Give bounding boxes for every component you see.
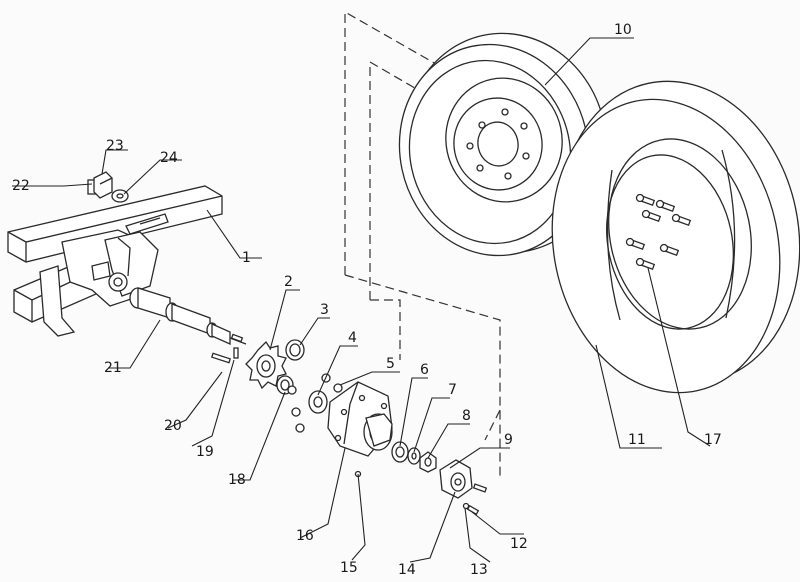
callout-2: 2 bbox=[284, 274, 293, 290]
hub-nuts bbox=[287, 373, 343, 433]
frame-beam bbox=[7, 185, 223, 337]
callout-3: 3 bbox=[320, 302, 329, 318]
callout-15: 15 bbox=[340, 560, 358, 576]
small-pins bbox=[211, 347, 239, 364]
leader-lines bbox=[12, 37, 711, 563]
toothed-hub bbox=[245, 340, 287, 390]
loose-screw-12 bbox=[466, 504, 480, 516]
frame-bolt-nut-washer bbox=[87, 171, 129, 203]
callout-9: 9 bbox=[504, 432, 513, 448]
cap-screw bbox=[462, 483, 488, 510]
callout-13: 13 bbox=[470, 562, 488, 578]
thrust-washer bbox=[407, 447, 421, 465]
callout-18: 18 bbox=[228, 472, 246, 488]
callout-7: 7 bbox=[448, 382, 457, 398]
callout-1: 1 bbox=[242, 250, 251, 266]
callout-21: 21 bbox=[104, 360, 122, 376]
wheel-bolts bbox=[625, 193, 692, 271]
callout-16: 16 bbox=[296, 528, 314, 544]
callout-8: 8 bbox=[462, 408, 471, 424]
callout-14: 14 bbox=[398, 562, 416, 578]
wheel-rim bbox=[398, 32, 608, 257]
callout-24: 24 bbox=[160, 150, 178, 166]
callout-19: 19 bbox=[196, 444, 214, 460]
outer-bearing bbox=[391, 441, 409, 463]
callout-6: 6 bbox=[420, 362, 429, 378]
callout-5: 5 bbox=[386, 356, 395, 372]
wheel-hub-housing bbox=[327, 381, 393, 457]
hub-cap bbox=[439, 459, 473, 499]
callout-10: 10 bbox=[614, 22, 632, 38]
inner-bearing bbox=[308, 390, 328, 414]
callout-22: 22 bbox=[12, 178, 30, 194]
callout-23: 23 bbox=[106, 138, 124, 154]
callout-11: 11 bbox=[628, 432, 646, 448]
callout-4: 4 bbox=[348, 330, 357, 346]
gasket-ring bbox=[285, 339, 305, 361]
callout-17: 17 bbox=[704, 432, 722, 448]
castle-nut bbox=[419, 451, 437, 473]
callout-labels: 1 2 3 4 5 6 7 8 9 10 11 12 13 14 15 16 1… bbox=[12, 22, 722, 578]
callout-12: 12 bbox=[510, 536, 528, 552]
callout-20: 20 bbox=[164, 418, 182, 434]
axle-spindle bbox=[129, 287, 247, 346]
